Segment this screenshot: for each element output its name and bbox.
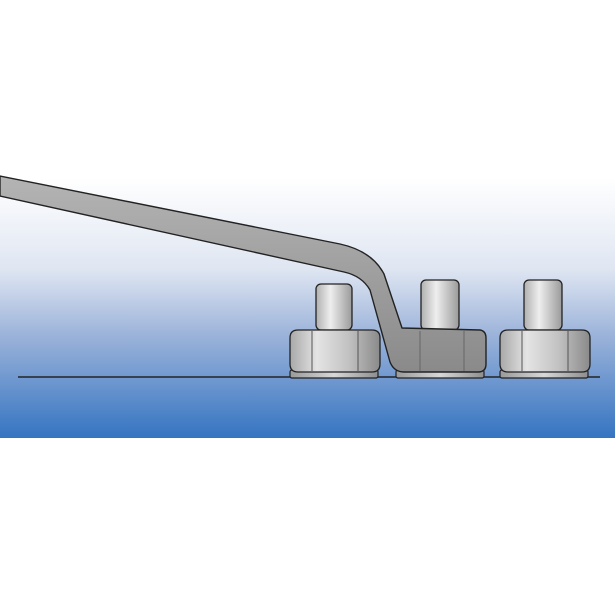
bolt-shank [523, 279, 563, 331]
bolt-shank [315, 283, 353, 331]
hex-nut-icon [499, 329, 591, 373]
offset-ring-wrench-icon [0, 175, 487, 373]
hex-nut-icon [289, 329, 381, 373]
wrench-handle [0, 175, 487, 373]
right-bolt [499, 279, 591, 379]
bolt-shank [420, 279, 460, 331]
left-bolt [289, 283, 381, 379]
background-band [0, 178, 615, 438]
